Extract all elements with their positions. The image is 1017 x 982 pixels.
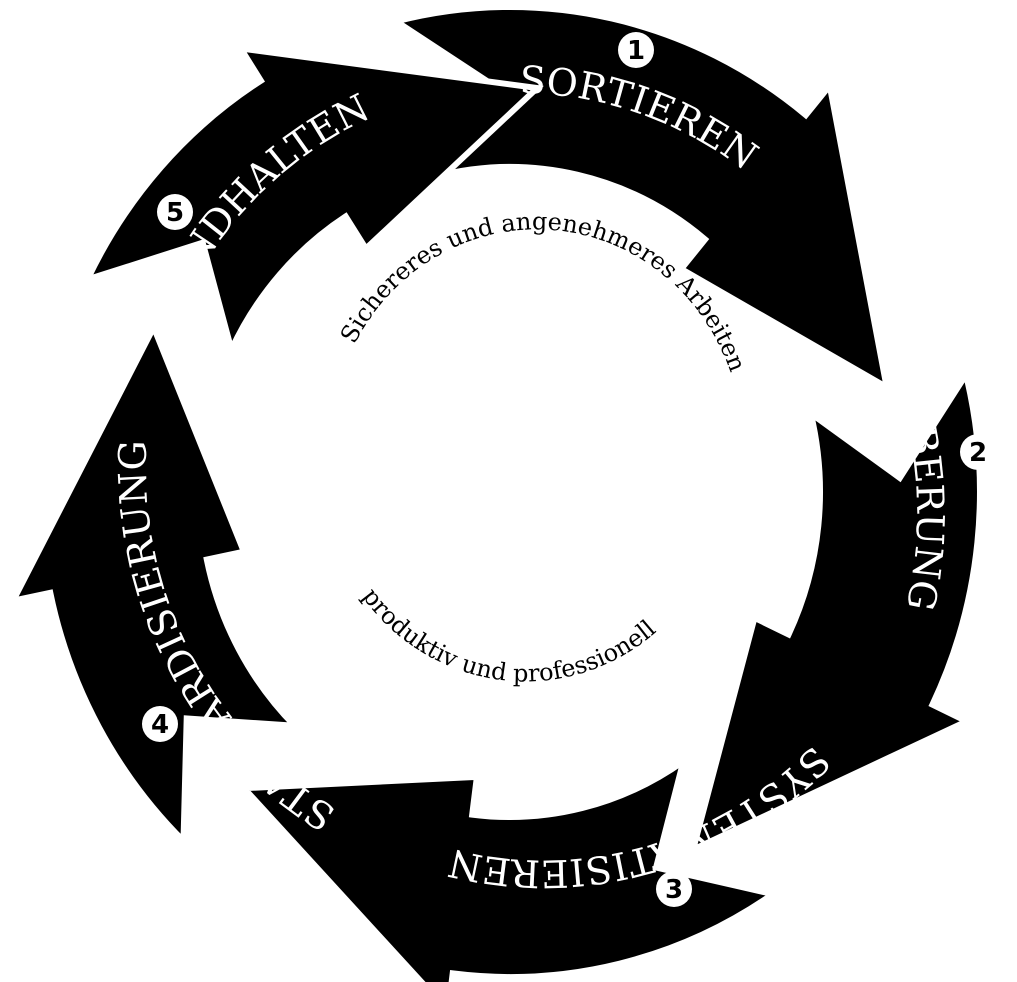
step-2-arrow: [688, 367, 983, 856]
step-4-number-badge: 4: [142, 706, 178, 742]
step-5-number-badge: 5: [157, 194, 193, 230]
step-1-number-badge: 1: [618, 32, 654, 68]
svg-text:1: 1: [627, 36, 645, 66]
step-2-number-badge: 2: [960, 434, 996, 470]
center-bottom-text: produktiv und professionell: [357, 583, 661, 688]
svg-text:2: 2: [969, 438, 987, 468]
svg-text:4: 4: [151, 710, 169, 740]
step-5-arrow: [81, 44, 544, 359]
step-4-arrow: [7, 320, 303, 848]
svg-text:3: 3: [665, 875, 683, 905]
svg-text:5: 5: [166, 198, 184, 228]
step-3-arrow: [237, 754, 781, 982]
center-top-text: Sichereres und angenehmeres Arbeiten: [335, 207, 752, 375]
step-3-number-badge: 3: [656, 871, 692, 907]
